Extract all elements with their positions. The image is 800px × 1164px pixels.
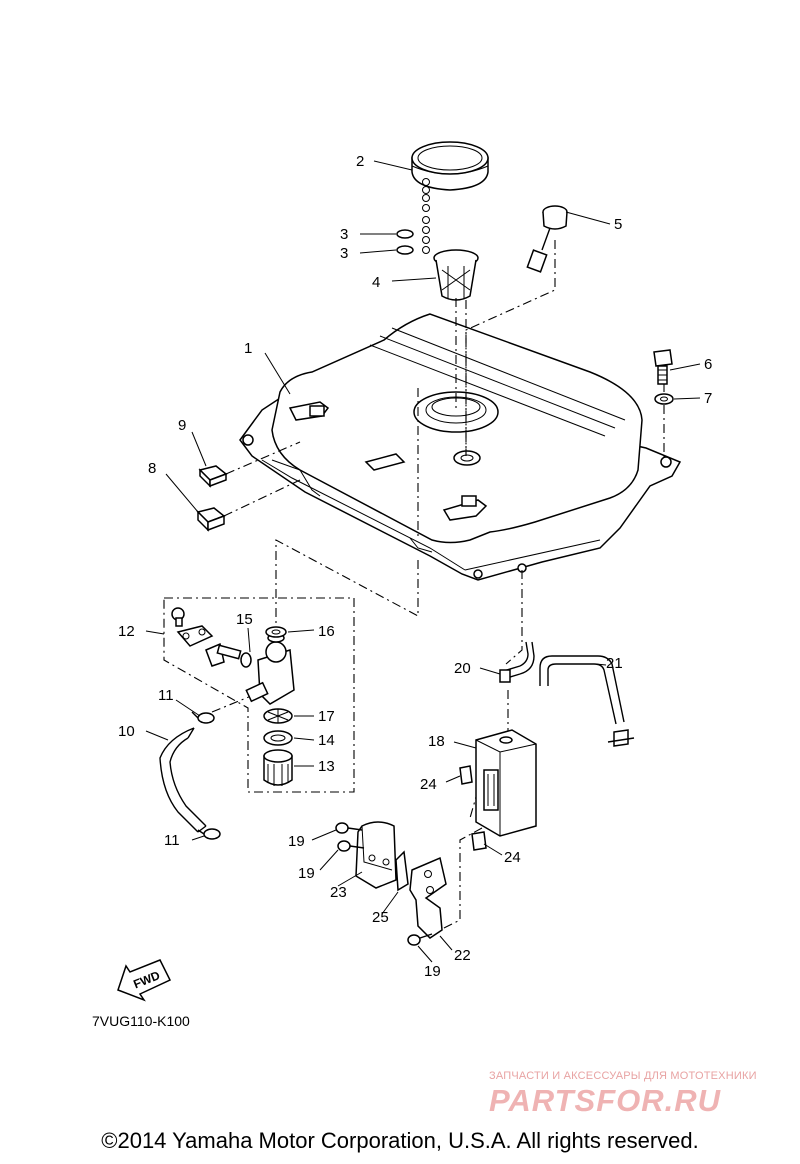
callout-19-middle: 19: [298, 865, 315, 882]
diagram-code: 7VUG110-K100: [92, 1013, 190, 1029]
callout-4: 4: [372, 274, 380, 291]
watermark-tagline: ЗАПЧАСТИ И АКСЕССУАРЫ ДЛЯ МОТОТЕХНИКИ: [489, 1070, 757, 1082]
watermark-logo: PARTSFOR.RU: [489, 1083, 722, 1118]
breather-hose-20: [499, 641, 535, 683]
screw-19-middle: [337, 840, 365, 852]
callout-24-upper: 24: [420, 776, 437, 793]
callout-10: 10: [118, 723, 135, 740]
breather-hose-21: [539, 655, 635, 747]
callouts: 2 3 3 4 5 1 6 7 9 8 12 15 16 11 17 10 14…: [118, 153, 712, 980]
callout-15: 15: [236, 611, 253, 628]
callout-24-lower: 24: [504, 849, 521, 866]
forward-arrow-icon: FWD: [117, 959, 172, 1002]
callout-25: 25: [372, 909, 389, 926]
bracket-22: [409, 856, 447, 939]
callout-14: 14: [318, 732, 335, 749]
charcoal-canister: [475, 729, 537, 837]
callout-9: 9: [178, 417, 186, 434]
bracket-25: [395, 850, 409, 892]
callout-19-bottom: 19: [424, 963, 441, 980]
callout-12: 12: [118, 623, 135, 640]
damper-9: [198, 465, 228, 488]
screw-19-bottom: [407, 933, 433, 946]
assembly-guide-lines: [211, 240, 665, 931]
callout-21: 21: [606, 655, 623, 672]
callout-1: 1: [244, 340, 252, 357]
callout-8: 8: [148, 460, 156, 477]
callout-13: 13: [318, 758, 335, 775]
damper-8: [196, 507, 226, 532]
fuel-gauge: [526, 205, 568, 273]
leader-lines: [145, 160, 701, 963]
fuel-hose: [159, 727, 207, 833]
bracket-23: [355, 821, 397, 889]
callout-5: 5: [614, 216, 622, 233]
fuel-strainer: [433, 249, 479, 301]
washer-upper: [396, 229, 414, 239]
callout-20: 20: [454, 660, 471, 677]
callout-3-upper: 3: [340, 226, 348, 243]
fuel-cock-assembly: [163, 597, 355, 793]
callout-19-top: 19: [288, 833, 305, 850]
copyright-footer: ©2014 Yamaha Motor Corporation, U.S.A. A…: [101, 1128, 699, 1153]
callout-2: 2: [356, 153, 364, 170]
callout-16: 16: [318, 623, 335, 640]
screw-19-top: [335, 822, 363, 834]
hose-clip-upper: [191, 711, 215, 724]
fuel-tank: [239, 313, 682, 581]
washer-7: [654, 393, 674, 405]
callout-11-lower: 11: [164, 832, 180, 849]
callout-18: 18: [428, 733, 445, 750]
callout-3-lower: 3: [340, 245, 348, 262]
fuel-cap: [411, 141, 489, 191]
callout-6: 6: [704, 356, 712, 373]
cap-chain: [422, 178, 430, 254]
callout-11-upper: 11: [158, 687, 174, 704]
hose-clip-lower: [197, 828, 221, 840]
damper-24-lower: [471, 831, 487, 851]
bolt-6: [653, 349, 673, 385]
callout-22: 22: [454, 947, 471, 964]
callout-23: 23: [330, 884, 347, 901]
damper-24-upper: [459, 765, 473, 785]
callout-17: 17: [318, 708, 335, 725]
washer-lower: [396, 245, 414, 255]
callout-7: 7: [704, 390, 712, 407]
